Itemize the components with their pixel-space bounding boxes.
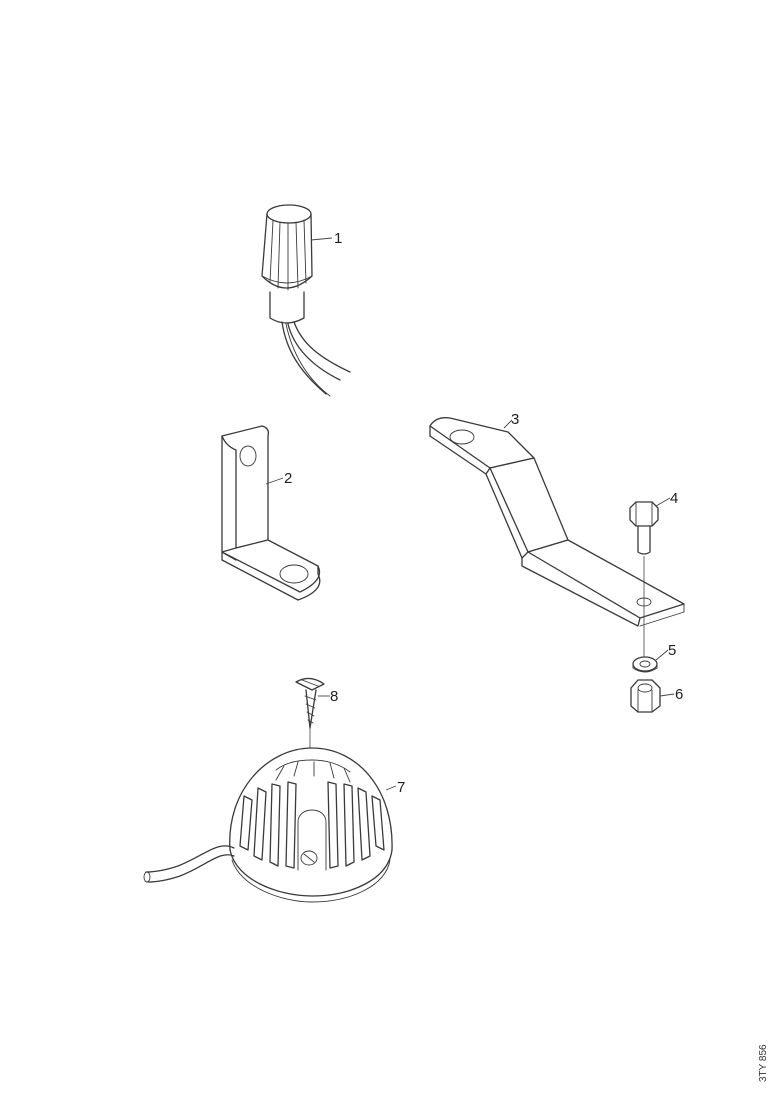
callout-8: 8 bbox=[330, 688, 338, 705]
callout-7: 7 bbox=[397, 779, 405, 796]
callout-2: 2 bbox=[284, 470, 292, 487]
callout-4: 4 bbox=[670, 490, 678, 507]
drawing-code: 3TY 856 bbox=[758, 1044, 769, 1082]
part-8-drawing bbox=[295, 677, 325, 729]
part-1-drawing bbox=[261, 204, 351, 397]
part-2-drawing bbox=[221, 425, 321, 601]
part-4-drawing bbox=[629, 501, 659, 555]
part-6-drawing bbox=[630, 679, 661, 713]
callout-6: 6 bbox=[675, 686, 683, 703]
part-3-drawing bbox=[429, 417, 685, 627]
callout-5: 5 bbox=[668, 642, 676, 659]
callout-1: 1 bbox=[334, 230, 342, 247]
part-5-drawing bbox=[632, 656, 658, 673]
callout-3: 3 bbox=[511, 411, 519, 428]
part-7-drawing bbox=[143, 747, 393, 903]
